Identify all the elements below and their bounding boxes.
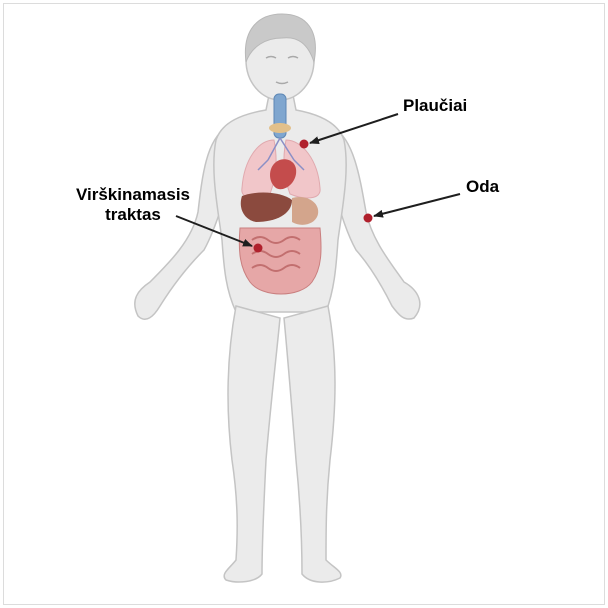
right-leg [284,306,341,582]
digestive-marker [254,244,263,253]
thyroid [269,123,291,133]
lungs-label: Plaučiai [403,96,467,116]
digestive-tract-label: Virškinamasis traktas [58,185,208,225]
skin-marker [364,214,373,223]
intestines-organ [239,228,321,294]
digestive-label-line2: traktas [58,205,208,225]
left-leg [224,306,280,582]
lungs-marker [300,140,309,149]
head [245,14,315,100]
skin-arrow [374,194,460,216]
skin-label: Oda [466,177,499,197]
right-arm [334,128,420,319]
digestive-label-line1: Virškinamasis [58,185,208,205]
